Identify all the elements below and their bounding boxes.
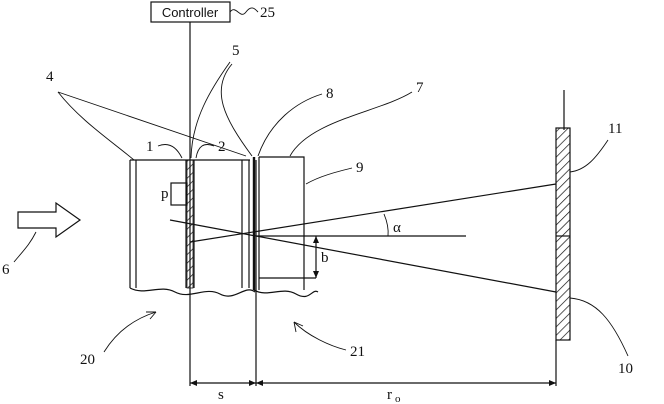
arrow-b-bottom	[313, 271, 319, 278]
label-b: b	[321, 250, 329, 266]
leader-6	[14, 232, 36, 262]
screen	[556, 128, 570, 340]
alpha-arc	[384, 214, 388, 236]
ref-9: 9	[356, 160, 364, 176]
leader-4a	[58, 92, 134, 160]
controller-label: Controller	[162, 5, 219, 20]
arrow-s-left	[190, 380, 197, 386]
leader-11	[570, 140, 608, 172]
ref-10: 10	[618, 361, 633, 377]
ref-11: 11	[608, 121, 622, 137]
arrow-r-right	[549, 380, 556, 386]
element-p	[171, 183, 187, 205]
controller-block: Controller 25	[151, 2, 275, 22]
ray-lower	[170, 220, 556, 292]
arrow-b-top	[313, 236, 319, 243]
leader-9	[306, 168, 352, 184]
leader-25	[230, 8, 258, 14]
leader-8	[258, 94, 322, 156]
leader-1	[158, 145, 182, 159]
ref-5: 5	[232, 43, 240, 59]
ref-21: 21	[350, 344, 365, 360]
label-s: s	[218, 387, 224, 403]
arrow-s-right	[249, 380, 256, 386]
leader-2	[196, 145, 214, 159]
ref-8: 8	[326, 86, 334, 102]
ref-6: 6	[2, 262, 10, 278]
ref-7: 7	[416, 80, 424, 96]
arrow-r-left	[256, 380, 263, 386]
inlet-arrow	[18, 203, 80, 237]
leader-5b	[221, 64, 252, 156]
label-r: r	[387, 387, 392, 403]
block-break-line	[254, 290, 318, 297]
label-alpha: α	[393, 220, 401, 236]
label-r-sub: o	[395, 393, 401, 404]
ref-25: 25	[260, 5, 275, 21]
block-9	[259, 157, 304, 290]
leader-10	[570, 298, 628, 356]
label-p: p	[161, 186, 169, 202]
ref-2: 2	[218, 139, 226, 155]
ref-4: 4	[46, 69, 54, 85]
body-20	[130, 160, 255, 296]
leader-21	[294, 322, 346, 350]
ref-20: 20	[80, 352, 95, 368]
leader-20	[104, 312, 156, 352]
leader-7	[290, 92, 412, 156]
body-break-line	[130, 288, 255, 296]
ref-1: 1	[146, 139, 154, 155]
ray-upper	[190, 184, 556, 242]
